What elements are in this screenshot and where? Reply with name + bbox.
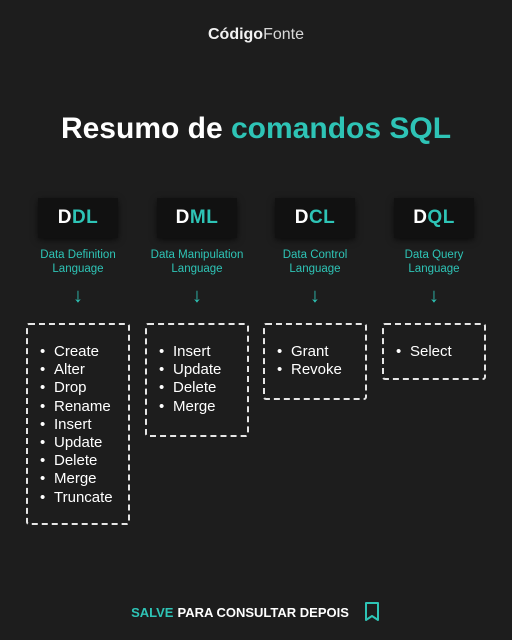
list-item: Insert <box>40 416 128 434</box>
description-dcl: Data Control Language <box>259 248 371 276</box>
tag-dml-suffix: ML <box>189 207 219 228</box>
page-title-accent: comandos SQL <box>231 112 452 145</box>
brand-logo-part-2: Fonte <box>263 26 304 43</box>
brand-logo: CódigoFonte <box>0 26 512 44</box>
description-dcl-line-1: Data Control <box>282 249 348 261</box>
footer-cta: SALVE PARA CONSULTAR DEPOIS <box>0 601 512 623</box>
arrow-down-icon: ↓ <box>429 285 439 307</box>
list-item: Insert <box>159 343 247 361</box>
description-dql-line-2: Language <box>408 263 460 275</box>
description-ddl: Data Definition Language <box>22 248 134 276</box>
list-item: Alter <box>40 361 128 379</box>
tag-dql-letter: D <box>413 207 428 228</box>
description-dml: Data Manipulation Language <box>141 248 253 276</box>
description-dql: Data Query Language <box>378 248 490 276</box>
tag-dcl-suffix: CL <box>308 207 336 228</box>
arrow-down-icon: ↓ <box>73 285 83 307</box>
list-item: Rename <box>40 398 128 416</box>
description-dml-line-2: Language <box>171 263 223 275</box>
list-item: Create <box>40 343 128 361</box>
description-dql-line-1: Data Query <box>404 249 464 261</box>
tag-dml-letter: D <box>175 207 190 228</box>
commands-box-dql: Select <box>382 323 486 380</box>
list-item: Delete <box>159 379 247 397</box>
arrow-down-icon: ↓ <box>192 285 202 307</box>
list-item: Grant <box>277 343 365 361</box>
list-item: Drop <box>40 379 128 397</box>
tag-ddl-letter: D <box>57 207 72 228</box>
list-item: Select <box>396 343 484 361</box>
description-ddl-line-1: Data Definition <box>40 249 116 261</box>
list-item: Update <box>40 434 128 452</box>
list-item: Revoke <box>277 361 365 379</box>
tag-dcl-letter: D <box>294 207 309 228</box>
description-ddl-line-2: Language <box>52 263 104 275</box>
tag-dql-suffix: QL <box>427 207 455 228</box>
tag-ddl-suffix: DL <box>71 207 99 228</box>
footer-cta-text: PARA CONSULTAR DEPOIS <box>177 604 349 620</box>
bookmark-icon[interactable] <box>363 601 381 623</box>
commands-box-dml: Insert Update Delete Merge <box>145 323 249 437</box>
footer-cta-highlight: SALVE <box>131 604 174 620</box>
page-title: Resumo de comandos SQL <box>0 112 512 146</box>
description-dml-line-1: Data Manipulation <box>150 249 244 261</box>
list-item: Update <box>159 361 247 379</box>
arrow-down-icon: ↓ <box>310 285 320 307</box>
list-item: Delete <box>40 452 128 470</box>
list-item: Truncate <box>40 489 128 507</box>
commands-box-ddl: Create Alter Drop Rename Insert Update D… <box>26 323 130 525</box>
list-item: Merge <box>159 398 247 416</box>
commands-box-dcl: Grant Revoke <box>263 323 367 400</box>
description-dcl-line-2: Language <box>289 263 341 275</box>
brand-logo-part-1: Código <box>207 26 264 43</box>
list-item: Merge <box>40 470 128 488</box>
page-title-plain: Resumo de <box>60 112 231 145</box>
